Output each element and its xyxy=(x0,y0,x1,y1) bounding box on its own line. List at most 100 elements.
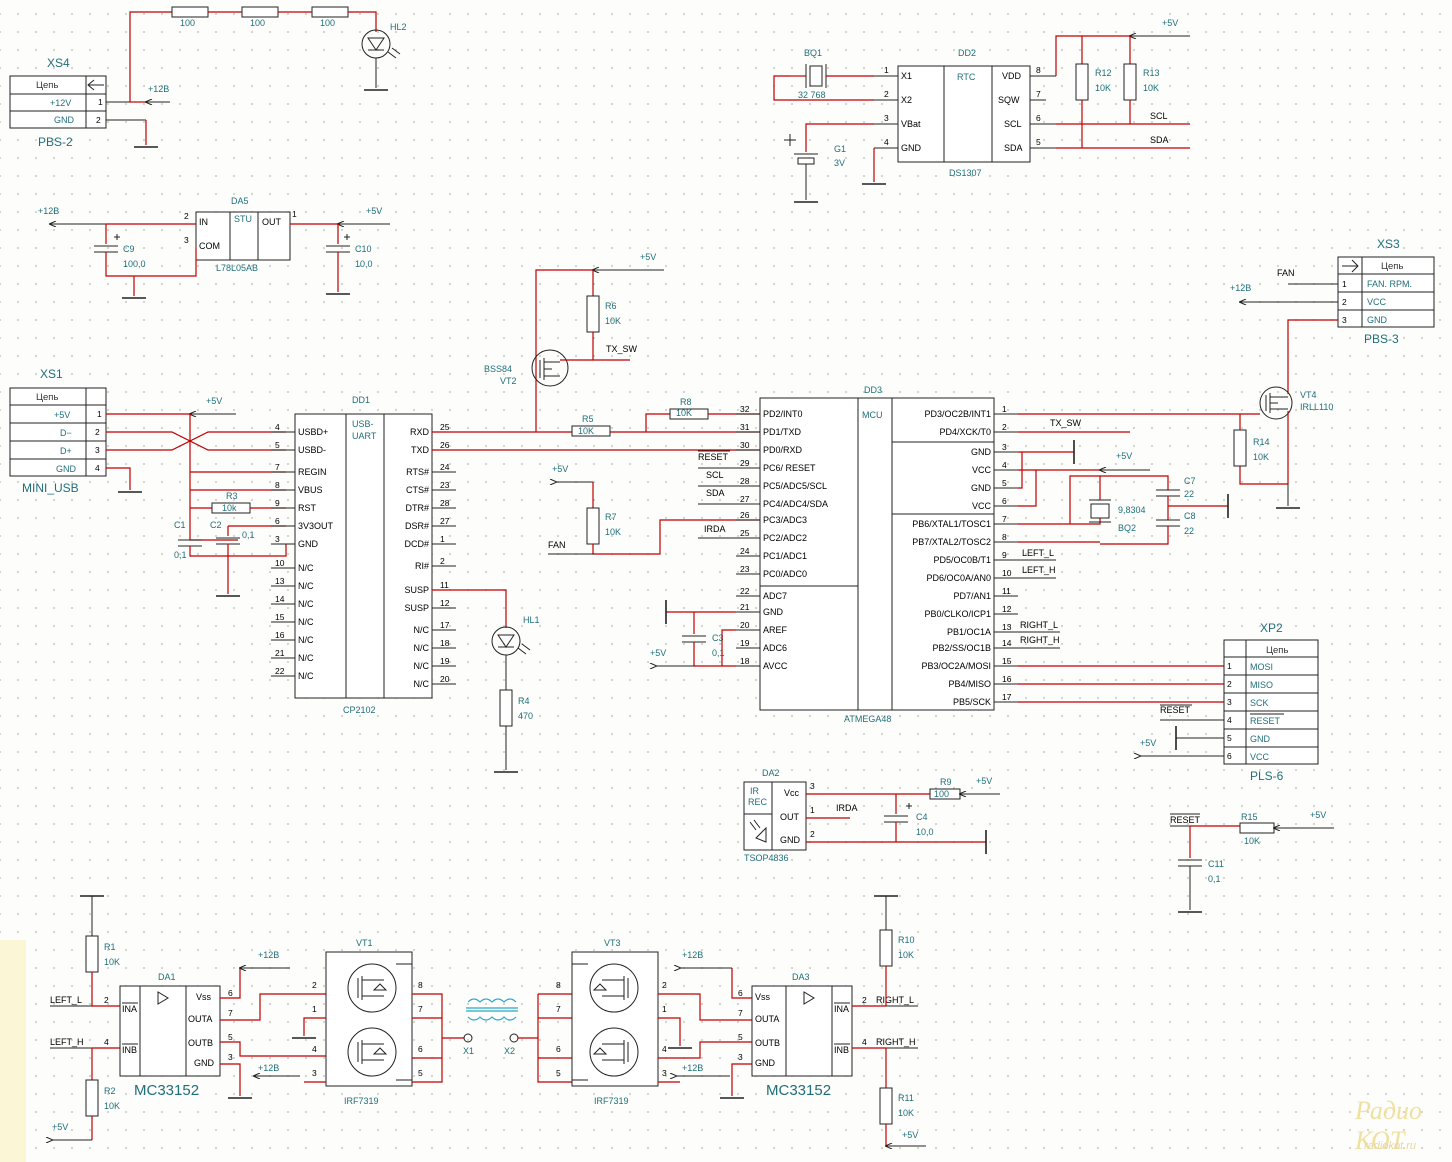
dd1-pin-label: N/C xyxy=(298,581,314,591)
xs1-num: 1 xyxy=(97,409,102,419)
r11-value: 10K xyxy=(898,1108,914,1118)
dd2-pin-x1: X1 xyxy=(901,71,912,81)
da3-vss-power-label: +12В xyxy=(682,950,703,960)
da1-num: 6 xyxy=(228,988,233,998)
da1-name: DA1 xyxy=(158,972,176,982)
xs4-pin2-num: 2 xyxy=(96,115,101,125)
dd3-pin-label: PC6/ RESET xyxy=(763,463,816,473)
da2-func-line2: REC xyxy=(748,797,768,807)
dd1-pin-number: 11 xyxy=(440,580,449,590)
dd1-pin-number: 19 xyxy=(440,656,450,666)
dd2-num: 7 xyxy=(1036,89,1041,99)
dd3-pin-number: 10 xyxy=(1002,568,1012,578)
r4-name: R4 xyxy=(518,696,530,706)
da5-pin-in: IN xyxy=(199,217,208,227)
xs4-connector: XS4 Цепь +12V GND 1 2 PBS-2 +12В 100 100… xyxy=(9,6,407,149)
xs1-name: XS1 xyxy=(40,367,63,381)
dd1-pin-number: 17 xyxy=(440,620,450,630)
dd1-pin-label: 3V3OUT xyxy=(298,521,334,531)
dd3-pin-label: PB0/CLKO/ICP1 xyxy=(924,609,991,619)
vt3-num: 5 xyxy=(556,1068,561,1078)
da5-in-power-label: +12В xyxy=(38,206,59,216)
c9-name: C9 xyxy=(123,244,135,254)
vt2-name: BSS84 xyxy=(484,364,512,374)
hl1-name: HL1 xyxy=(523,615,540,625)
dd3-pin-label: PB1/OC1A xyxy=(947,627,991,637)
dd3-pin-label: AREF xyxy=(763,625,788,635)
x1-name: X1 xyxy=(463,1046,474,1056)
hl2-r1-value: 100 xyxy=(180,18,195,28)
net-txsw-label-2: TX_SW xyxy=(1050,418,1082,428)
da1-out-power-label: +12В xyxy=(258,1063,279,1073)
da1-pin-inb: INB xyxy=(122,1045,137,1055)
hl2-r3-value: 100 xyxy=(320,18,335,28)
da2-power-label: +5V xyxy=(976,776,992,786)
r7-name: R7 xyxy=(605,512,617,522)
xs3-header: Цепь xyxy=(1381,261,1403,272)
r6-name: R6 xyxy=(605,301,617,311)
da1-part: MC33152 xyxy=(134,1082,199,1099)
dd1-pin-number: 26 xyxy=(440,440,450,450)
dd3-pin-number: 26 xyxy=(740,510,750,520)
da3-righth-net: RIGHT_H xyxy=(876,1037,916,1047)
da1-lefth-net: LEFT_H xyxy=(50,1037,84,1047)
dd3-pin-label: PC5/ADC5/SCL xyxy=(763,481,827,491)
vt1-num: 4 xyxy=(312,1044,317,1054)
dd3-pin-number: 25 xyxy=(740,528,750,538)
dd2-pin-gnd: GND xyxy=(901,143,922,153)
xs1-pin-label: D− xyxy=(60,428,72,438)
dd2-num: 2 xyxy=(884,89,889,99)
xs4-name: XS4 xyxy=(47,56,70,70)
dd3-pin-number: 18 xyxy=(740,656,750,666)
r14-value: 10K xyxy=(1253,452,1269,462)
da3-part: MC33152 xyxy=(766,1082,831,1099)
dd1-pin-label: RI# xyxy=(415,561,429,571)
dd1-pin-label: N/C xyxy=(298,635,314,645)
da3-name: DA3 xyxy=(792,972,810,982)
da3-pin-gnd: GND xyxy=(755,1058,776,1068)
xs3-type: PBS-3 xyxy=(1364,332,1399,346)
xp2-num: 2 xyxy=(1227,679,1232,689)
da5-out-power-label: +5V xyxy=(366,206,382,216)
xs4-power-label: +12В xyxy=(148,84,169,94)
dd1-pin-label: RXD xyxy=(410,427,430,437)
net-scl-label-2: SCL xyxy=(706,470,724,480)
dd3-pin-label: PC2/ADC2 xyxy=(763,533,807,543)
da1-power-label: +5V xyxy=(52,1122,68,1132)
xs3-pin3-label: GND xyxy=(1367,315,1388,325)
vt3-part: IRF7319 xyxy=(594,1096,629,1106)
dd3-pin-label: PB2/SS/OC1B xyxy=(932,643,991,653)
dd3-pin-label: VCC xyxy=(972,501,992,511)
dd1-pin-number: 18 xyxy=(440,638,450,648)
dd1-pin-label: SUSP xyxy=(404,603,429,613)
r12-value: 10K xyxy=(1095,83,1111,93)
dd3-pin-number: 24 xyxy=(740,546,750,556)
da3-pin-outa: OUTA xyxy=(755,1014,779,1024)
da2-name: DA2 xyxy=(762,768,780,778)
dd2-power-label: +5V xyxy=(1162,18,1178,28)
c4-name: C4 xyxy=(916,812,928,822)
xs3-pin1-label: FAN. RPM. xyxy=(1367,279,1412,289)
xp2-power-label: +5V xyxy=(1140,738,1156,748)
dd2-pin-sda: SDA xyxy=(1004,143,1023,153)
dd1-pin-label: N/C xyxy=(414,625,430,635)
r9-value: 100 xyxy=(934,789,949,799)
r1-name: R1 xyxy=(104,942,116,952)
da2-num: 1 xyxy=(810,805,815,815)
dd3-pin-number: 16 xyxy=(1002,674,1012,684)
dd2-num: 6 xyxy=(1036,113,1041,123)
dd3-pin-number: 15 xyxy=(1002,656,1012,666)
bq1-name: BQ1 xyxy=(804,48,822,58)
xs4-pin1-num: 1 xyxy=(98,97,103,107)
vt1-num: 1 xyxy=(312,1004,317,1014)
da1-vss-power-label: +12В xyxy=(258,950,279,960)
vt2-part: VT2 xyxy=(500,376,517,386)
dd3-pin-label: GND xyxy=(971,447,992,457)
r5-name: R5 xyxy=(582,414,594,424)
c11-name: C11 xyxy=(1208,859,1224,869)
dd3-pin-number: 30 xyxy=(740,440,750,450)
dd1-cp2102: DD1 USB- UART CP2102 USBD+4USBD-5REGIN7V… xyxy=(271,395,760,773)
dd3-pin-number: 7 xyxy=(1002,514,1007,524)
xs3-power-label: +12В xyxy=(1230,283,1251,293)
